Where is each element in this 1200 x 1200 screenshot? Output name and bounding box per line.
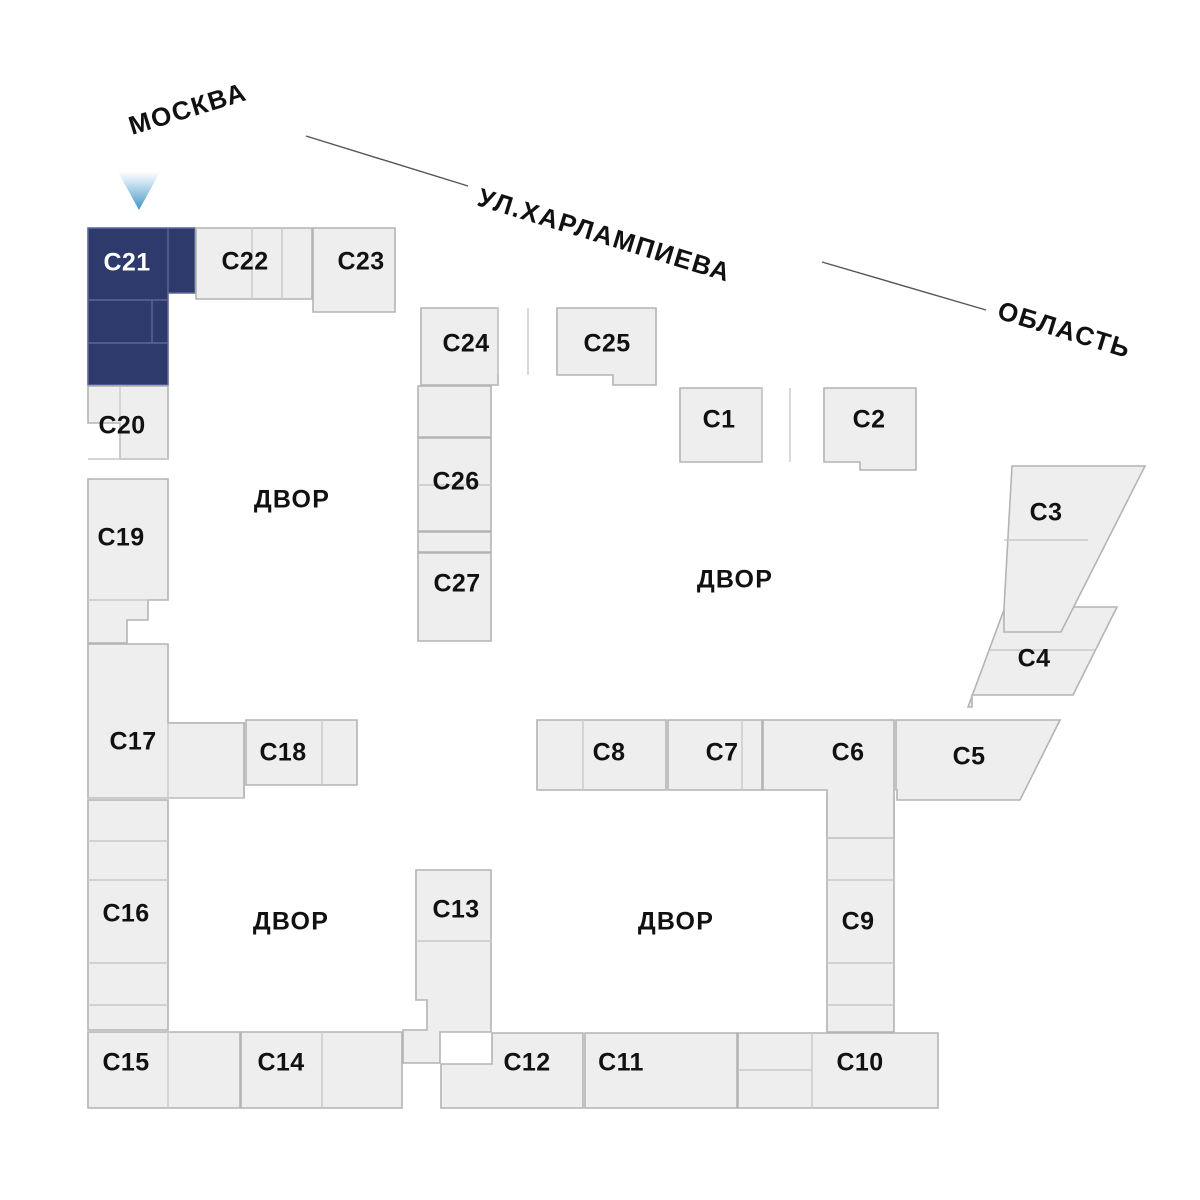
block-label-c12: C12 <box>503 1049 550 1077</box>
yard-label-yard-se: ДВОР <box>638 908 714 936</box>
leader-line-oblast <box>821 261 987 311</box>
block-label-c25: C25 <box>583 330 630 358</box>
building-block-c7[interactable] <box>667 719 763 791</box>
building-block-c17[interactable] <box>87 643 245 799</box>
building-block-c13[interactable] <box>402 869 492 1064</box>
building-block-c2[interactable] <box>823 387 917 471</box>
yard-label-yard-nw: ДВОР <box>254 486 330 514</box>
building-block-c11[interactable] <box>584 1032 738 1109</box>
yard-labels-layer: ДВОР ДВОР ДВОР ДВОР <box>253 486 773 936</box>
block-label-c10: C10 <box>836 1049 883 1077</box>
block-label-c3: C3 <box>1030 499 1063 527</box>
block-label-c7: C7 <box>706 739 739 767</box>
subdivision-lines-layer <box>88 228 1095 1108</box>
block-label-c27: C27 <box>433 570 480 598</box>
building-block-c24[interactable] <box>420 307 499 386</box>
block-label-c14: C14 <box>257 1049 304 1077</box>
building-block-c8[interactable] <box>536 719 667 791</box>
block-label-c6: C6 <box>832 739 865 767</box>
yard-label-yard-ne: ДВОР <box>697 566 773 594</box>
building-block-c22[interactable] <box>195 227 313 300</box>
blocks-layer <box>87 227 1147 1109</box>
block-label-c19: C19 <box>97 524 144 552</box>
block-label-c17: C17 <box>109 728 156 756</box>
building-block-c18[interactable] <box>245 719 358 786</box>
block-label-c5: C5 <box>953 743 986 771</box>
building-block-c16[interactable] <box>87 799 169 1031</box>
block-label-c15: C15 <box>102 1049 149 1077</box>
block-label-c20: C20 <box>98 412 145 440</box>
leader-line-moscow <box>305 135 469 187</box>
block-label-c1: C1 <box>703 406 736 434</box>
block-label-c8: C8 <box>593 739 626 767</box>
building-block-c23[interactable] <box>312 227 396 313</box>
location-marker-icon[interactable] <box>118 172 160 210</box>
block-label-c9: C9 <box>842 908 875 936</box>
block-label-c26: C26 <box>432 468 479 496</box>
building-block-c3[interactable] <box>1003 465 1147 633</box>
building-block-c19[interactable] <box>87 478 169 644</box>
building-block-filler <box>417 531 492 553</box>
block-label-c16: C16 <box>102 900 149 928</box>
block-label-c4: C4 <box>1018 645 1051 673</box>
block-label-c22: C22 <box>221 248 268 276</box>
building-block-c12[interactable] <box>440 1032 584 1109</box>
block-label-c18: C18 <box>259 739 306 767</box>
block-label-c2: C2 <box>853 406 886 434</box>
road-label-street: УЛ.ХАРЛАМПИЕВА <box>474 182 734 288</box>
building-block-filler <box>417 385 492 438</box>
road-leader-lines <box>305 135 987 311</box>
block-label-c24: C24 <box>442 330 489 358</box>
building-block-c6[interactable] <box>762 719 895 839</box>
block-label-c11: C11 <box>598 1049 644 1077</box>
building-block-c5[interactable] <box>895 719 1062 801</box>
block-label-c21: C21 <box>103 249 150 277</box>
building-block-c10[interactable] <box>737 1032 939 1109</box>
road-label-oblast: ОБЛАСТЬ <box>994 295 1135 364</box>
block-label-c13: C13 <box>432 896 479 924</box>
building-block-c25[interactable] <box>556 307 657 386</box>
yard-label-yard-sw: ДВОР <box>253 908 329 936</box>
road-label-moscow: МОСКВА <box>125 76 250 140</box>
building-block-c15[interactable] <box>87 1031 241 1109</box>
building-block-c27[interactable] <box>417 552 492 642</box>
block-label-c23: C23 <box>337 248 384 276</box>
